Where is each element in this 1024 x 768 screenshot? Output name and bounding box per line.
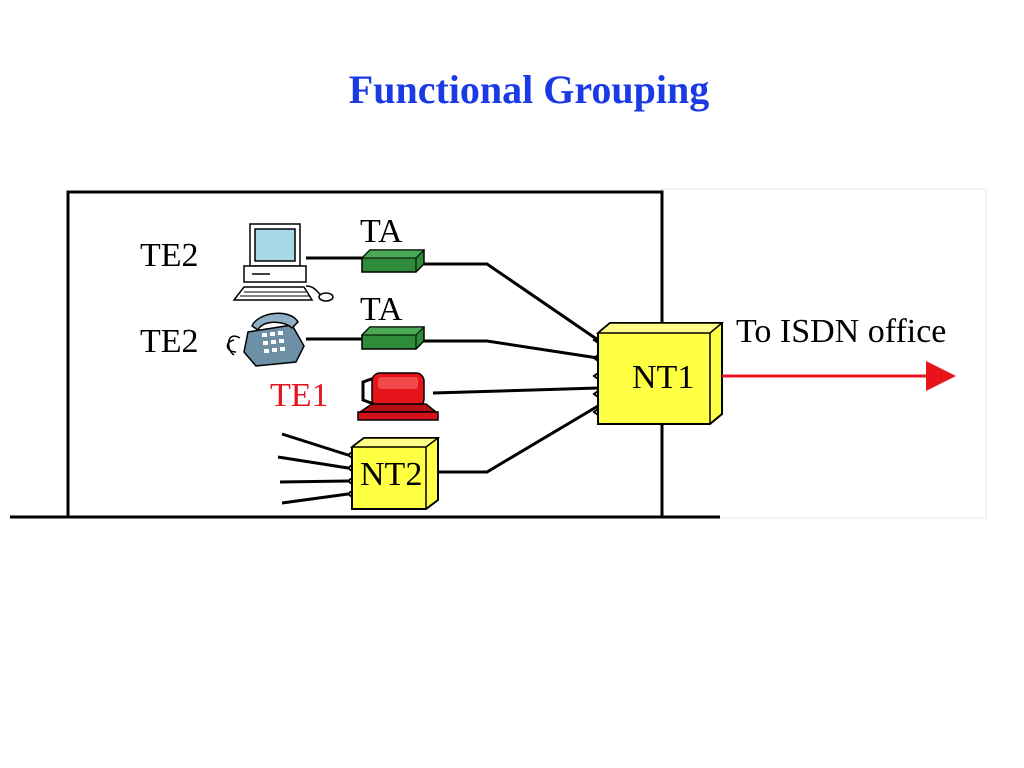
ta-box-bottom <box>360 326 426 350</box>
slide-title: Functional Grouping <box>348 67 710 112</box>
te2-phone-label: TE2 <box>140 323 199 360</box>
connection-lines <box>306 256 599 474</box>
telephone-icon <box>226 312 305 367</box>
isdn-arrow <box>722 361 956 391</box>
te2-computer-label: TE2 <box>140 237 199 274</box>
nt2-fanout-lines <box>277 432 349 505</box>
ta-box-top <box>360 249 426 273</box>
ta-top-label: TA <box>360 213 403 250</box>
computer-icon <box>232 223 334 302</box>
isdn-office-label: To ISDN office <box>736 313 946 350</box>
isdn-terminal-icon <box>357 372 439 421</box>
ta-bottom-label: TA <box>360 291 403 328</box>
nt1-label: NT1 <box>632 359 694 396</box>
nt2-label: NT2 <box>360 456 422 493</box>
nt1-box <box>592 322 725 425</box>
te1-label: TE1 <box>270 377 329 414</box>
